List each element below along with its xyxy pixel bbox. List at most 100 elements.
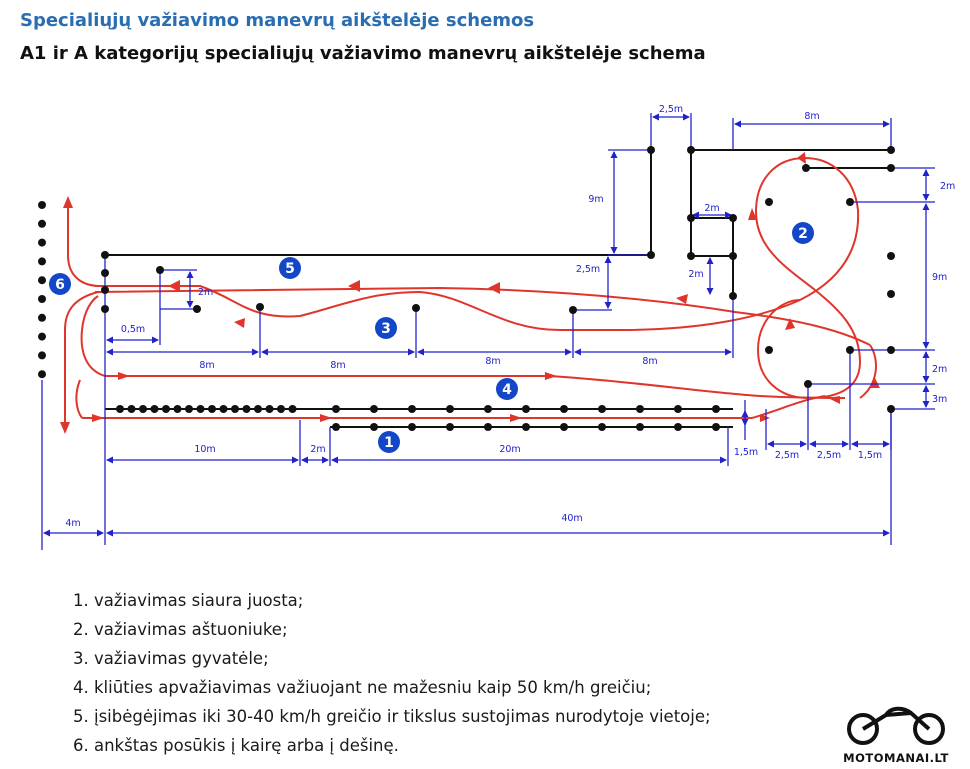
dim-label: 8m (330, 360, 345, 371)
cone (38, 219, 46, 228)
dim-label: 8m (199, 360, 214, 371)
course-boundary-lines (105, 149, 891, 428)
exercise-marker-3: 3 (375, 317, 397, 339)
cone (256, 303, 264, 311)
dim-label: 2m (688, 269, 703, 280)
cone (647, 251, 655, 259)
cone (38, 351, 46, 360)
cone (647, 146, 655, 154)
cone (446, 423, 454, 431)
exercise-marker-4: 4 (496, 378, 518, 400)
cone (288, 405, 297, 413)
dim-label: 4m (65, 518, 80, 529)
cone (522, 405, 530, 413)
cone (846, 198, 854, 206)
cone (887, 146, 895, 154)
svg-text:4: 4 (502, 382, 512, 398)
dim-label: 2,5m (775, 450, 799, 461)
cone (193, 305, 201, 313)
watermark-text: MOTOMANAI.LT (843, 751, 949, 765)
dim-label: 2m (704, 203, 719, 214)
cone (712, 423, 720, 431)
cone (265, 405, 274, 413)
legend-item: 5. įsibėgėjimas iki 30-40 km/h greičio i… (73, 707, 711, 726)
cone (101, 286, 109, 294)
cone (687, 214, 695, 222)
cone (636, 405, 644, 413)
dim-label: 2m (310, 444, 325, 455)
dim-label: 0,5m (121, 324, 145, 335)
cone (446, 405, 454, 413)
cone (185, 405, 193, 413)
cone (162, 405, 170, 413)
dim-label: 9m (588, 194, 603, 205)
exercise-marker-5: 5 (279, 257, 301, 279)
cone (887, 405, 895, 413)
motorcycle-logo-icon (847, 706, 945, 745)
dim-label: 2m (198, 287, 213, 298)
cone (674, 423, 682, 431)
svg-text:3: 3 (381, 321, 391, 337)
svg-text:6: 6 (55, 277, 65, 293)
cone (687, 252, 695, 260)
cone (38, 257, 46, 266)
cone (242, 405, 251, 413)
cone (139, 405, 147, 413)
cone (254, 405, 262, 413)
dim-label: 8m (642, 356, 657, 367)
dim-label: 20m (499, 444, 520, 455)
cone (173, 405, 182, 413)
cone (887, 164, 895, 172)
cone (370, 405, 378, 413)
cone (38, 238, 46, 247)
exercise-marker-2: 2 (792, 222, 814, 244)
cone (370, 423, 378, 431)
cone (277, 405, 285, 413)
cone (38, 313, 46, 322)
cone (196, 405, 205, 413)
exercise-marker-1: 1 (378, 431, 400, 453)
cone (729, 214, 737, 222)
cone (598, 405, 606, 413)
cone (729, 292, 737, 300)
dimension-lines (41, 113, 935, 550)
cone (208, 405, 216, 413)
exercise-legend: 1. važiavimas siaura juosta; 2. važiavim… (73, 586, 711, 760)
cone (804, 380, 812, 388)
cone (802, 164, 810, 172)
exercise-markers: 1 2 3 4 5 6 (49, 222, 814, 453)
cone (484, 423, 492, 431)
cone (116, 405, 124, 413)
dim-label: 3m (932, 394, 947, 405)
cone (729, 252, 737, 260)
cone (765, 346, 773, 354)
cone (484, 405, 492, 413)
cone (156, 266, 164, 274)
cone (38, 370, 46, 379)
cone (38, 295, 46, 303)
cone (38, 276, 46, 285)
dim-label: 2,5m (659, 104, 683, 115)
cone (38, 201, 46, 209)
legend-item: 2. važiavimas aštuoniuke; (73, 620, 288, 639)
svg-text:2: 2 (798, 226, 808, 242)
dimension-labels: 2,5m 8m 9m 2m 2m 2,5m 2m 9m 2m 0,5m 8m 8… (65, 104, 955, 529)
svg-text:5: 5 (285, 261, 295, 277)
dim-label: 10m (194, 444, 215, 455)
cone (887, 252, 895, 260)
cone (412, 304, 420, 312)
path-arrows (60, 152, 880, 434)
cone (887, 346, 895, 354)
cone (101, 305, 109, 313)
cone (101, 251, 109, 259)
scheme-subtitle: A1 ir A kategorijų specialiųjų važiavimo… (20, 43, 706, 64)
dim-label: 2,5m (576, 264, 600, 275)
cone (408, 405, 416, 413)
cone (636, 423, 644, 431)
site-watermark: MOTOMANAI.LT (830, 703, 962, 765)
dim-label: 2,5m (817, 450, 841, 461)
cone (887, 290, 895, 298)
cone-markers (38, 146, 895, 431)
cone (231, 405, 239, 413)
cone (765, 198, 773, 206)
